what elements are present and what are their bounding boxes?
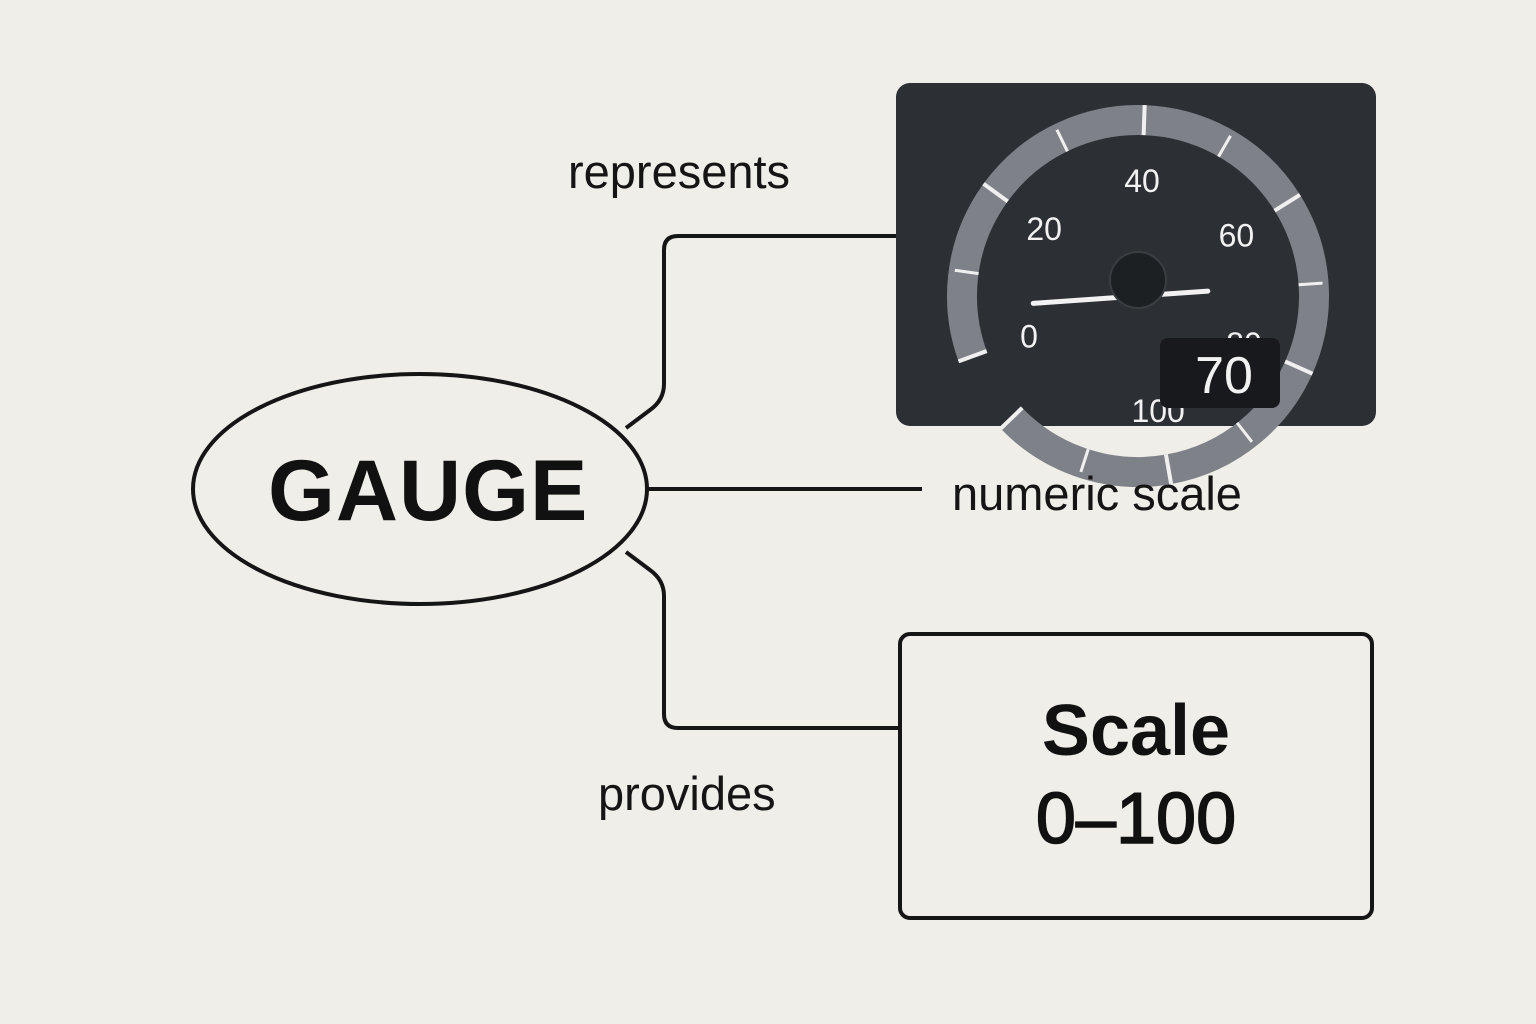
- gauge-tick-label: 60: [1219, 218, 1255, 254]
- gauge-ticks: [954, 105, 1323, 485]
- gauge-readout: 70: [1195, 347, 1253, 405]
- edge-label-provides: provides: [598, 767, 776, 820]
- gauge-tick-label: 40: [1124, 163, 1160, 199]
- gauge-tick: [1141, 105, 1147, 136]
- gauge-tick: [1284, 359, 1314, 376]
- gauge-widget: 020406080100 70: [896, 83, 1376, 487]
- connector-provides: [624, 550, 898, 730]
- connector-represents: [624, 234, 898, 430]
- gauge-tick: [982, 182, 1009, 203]
- edge-label-numeric-scale: numeric scale: [952, 467, 1242, 520]
- central-node-ellipse: [191, 372, 649, 606]
- scale-node-range: 0–100: [1035, 778, 1237, 860]
- scale-node-title: Scale: [1041, 691, 1231, 772]
- gauge-readout-box: [1160, 338, 1280, 408]
- gauge-hub: [1109, 251, 1167, 309]
- gauge-tick: [1217, 135, 1232, 158]
- gauge-tick: [1298, 281, 1323, 287]
- gauge-tick: [1235, 421, 1254, 443]
- gauge-tick: [1079, 448, 1090, 473]
- gauge-tick: [957, 349, 988, 364]
- central-node-label: GAUGE: [268, 443, 589, 539]
- edge-label-represents: represents: [568, 145, 791, 198]
- gauge-tick: [1273, 193, 1302, 213]
- gauge-tick-label: 20: [1026, 211, 1062, 247]
- gauge-tick: [1163, 454, 1174, 485]
- gauge-tick: [1055, 129, 1069, 152]
- scale-node: Scale 0–100: [898, 632, 1374, 920]
- gauge-tick: [954, 268, 979, 276]
- gauge-tick-label: 0: [1020, 319, 1038, 355]
- gauge-tick: [999, 406, 1024, 431]
